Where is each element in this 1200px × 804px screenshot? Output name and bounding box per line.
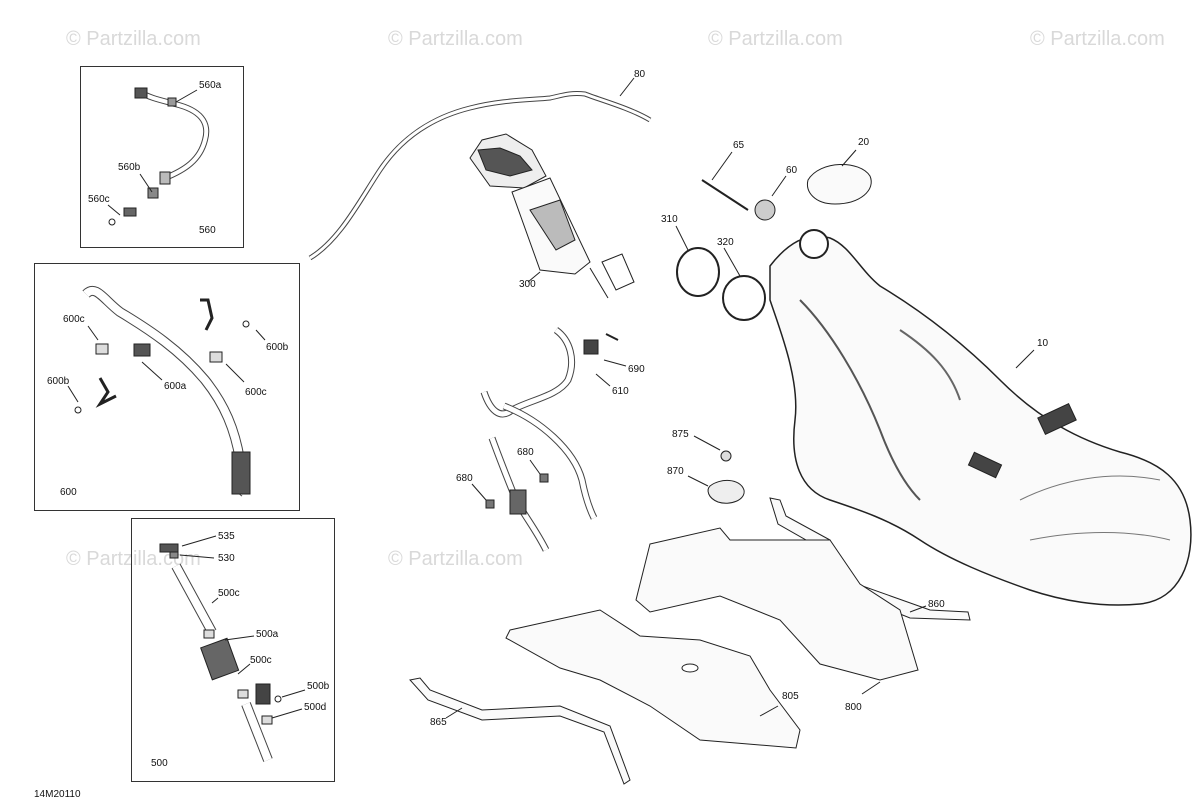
part-500-fuel-filter-assembly xyxy=(159,543,282,762)
watermark-6: © Partzilla.com xyxy=(388,548,523,570)
part-610-fuel-line xyxy=(480,327,598,520)
label-500c-a: 500c xyxy=(218,588,240,599)
label-320: 320 xyxy=(717,237,734,248)
leader-300 xyxy=(527,271,541,283)
label-560b: 560b xyxy=(118,162,141,173)
label-500b: 500b xyxy=(307,681,330,692)
label-600c-a: 600c xyxy=(63,314,85,325)
part-600a-hose xyxy=(82,285,251,497)
part-805-pad xyxy=(505,609,801,749)
part-600c-clamp-a xyxy=(95,343,109,355)
label-860: 860 xyxy=(928,599,945,610)
part-600c-clamp-b xyxy=(209,351,223,363)
part-300-fuel-pump xyxy=(469,133,635,299)
watermark-4: © Partzilla.com xyxy=(1030,28,1165,50)
part-310-ring xyxy=(676,247,720,297)
drawing-code: 14M20110 xyxy=(34,789,81,800)
part-875-screw xyxy=(720,450,732,462)
part-865-strap xyxy=(409,677,631,785)
label-870: 870 xyxy=(667,466,684,477)
label-10: 10 xyxy=(1037,338,1049,349)
label-690: 690 xyxy=(628,364,645,375)
label-560a: 560a xyxy=(199,80,222,91)
part-600a-clamp xyxy=(133,343,151,357)
label-600b-a: 600b xyxy=(266,342,289,353)
label-300: 300 xyxy=(519,279,536,290)
label-310: 310 xyxy=(661,214,678,225)
label-535: 535 xyxy=(218,531,235,542)
part-600b-fitting-b xyxy=(200,298,214,331)
label-600: 600 xyxy=(60,487,77,498)
leader-560b xyxy=(139,173,153,193)
part-60-neck xyxy=(754,199,776,221)
part-65-bolt xyxy=(701,179,749,211)
leader-10 xyxy=(1015,349,1035,369)
label-600a: 600a xyxy=(164,381,187,392)
leader-80 xyxy=(619,77,635,97)
label-600c-b: 600c xyxy=(245,387,267,398)
label-680-b: 680 xyxy=(456,473,473,484)
part-20-cap xyxy=(806,164,872,205)
label-60: 60 xyxy=(786,165,798,176)
label-65: 65 xyxy=(733,140,745,151)
leader-560a xyxy=(175,89,198,103)
part-80-vent-tube xyxy=(308,91,652,261)
label-560: 560 xyxy=(199,225,216,236)
label-560c: 560c xyxy=(88,194,110,205)
part-600b-washer-a xyxy=(74,406,82,414)
label-600b-b: 600b xyxy=(47,376,70,387)
group-box-560 xyxy=(80,66,244,248)
part-610-connector xyxy=(583,339,599,355)
leader-560c xyxy=(107,204,121,216)
watermark-3: © Partzilla.com xyxy=(708,28,843,50)
label-610: 610 xyxy=(612,386,629,397)
label-875: 875 xyxy=(672,429,689,440)
label-805: 805 xyxy=(782,691,799,702)
label-500a: 500a xyxy=(256,629,279,640)
part-680-filter-line xyxy=(488,436,550,552)
part-600b-washer-b xyxy=(242,320,250,328)
part-870-grommet xyxy=(707,480,745,504)
label-530: 530 xyxy=(218,553,235,564)
part-10-fuel-tank xyxy=(769,229,1192,606)
watermark-1: © Partzilla.com xyxy=(66,28,201,50)
part-800-pad xyxy=(635,527,919,681)
label-20: 20 xyxy=(858,137,870,148)
label-800: 800 xyxy=(845,702,862,713)
group-box-600 xyxy=(34,263,300,511)
group-box-500 xyxy=(131,518,335,782)
label-80: 80 xyxy=(634,69,646,80)
label-680-a: 680 xyxy=(517,447,534,458)
part-600b-fitting-a xyxy=(95,377,117,408)
label-500c-b: 500c xyxy=(250,655,272,666)
watermark-5: © Partzilla.com xyxy=(66,548,201,570)
part-690-screw xyxy=(605,333,619,341)
label-865: 865 xyxy=(430,717,447,728)
part-560-hose xyxy=(108,87,210,226)
label-500: 500 xyxy=(151,758,168,769)
watermark-2: © Partzilla.com xyxy=(388,28,523,50)
label-500d: 500d xyxy=(304,702,327,713)
part-320-ring xyxy=(722,275,766,321)
